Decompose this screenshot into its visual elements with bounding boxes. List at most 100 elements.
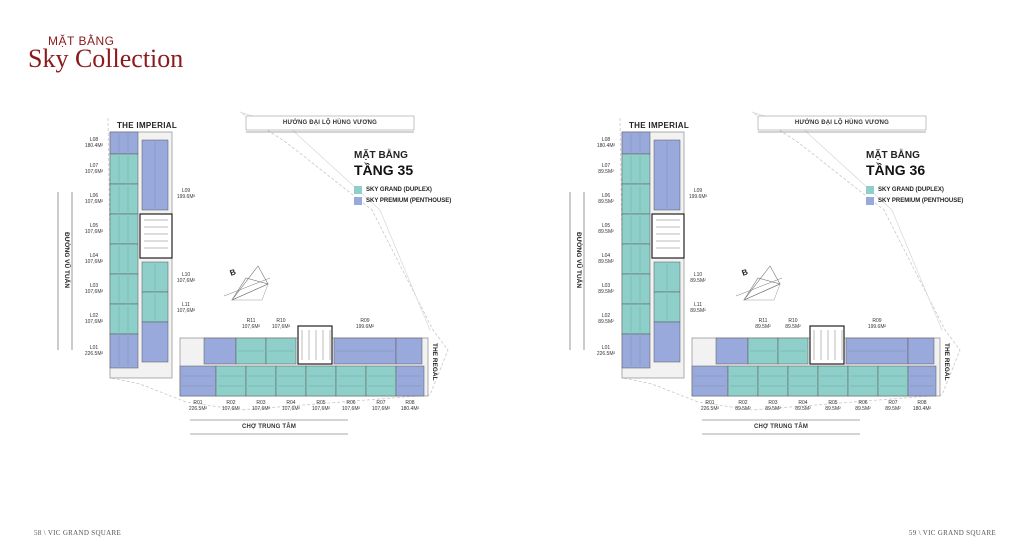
unit-label-l07: L07 89.5M² — [598, 163, 614, 175]
unit-label-l08: L08 180.4M² — [596, 137, 616, 149]
building-regal: THE REGAL — [943, 343, 950, 381]
street-label-bottom: CHỢ TRUNG TÂM — [241, 424, 297, 430]
unit-r04[interactable] — [787, 365, 819, 397]
unit-label-l03: L03 107,6M² — [84, 283, 104, 295]
unit-l11-extension — [653, 321, 681, 363]
legend-swatch-grand — [354, 185, 362, 194]
unit-l05[interactable] — [109, 213, 139, 245]
unit-r06[interactable] — [847, 365, 879, 397]
street-label-top: HƯỚNG ĐẠI LỘ HÙNG VƯƠNG — [794, 120, 890, 126]
unit-r02[interactable] — [727, 365, 759, 397]
unit-l02[interactable] — [109, 303, 139, 335]
unit-l05[interactable] — [621, 213, 651, 245]
unit-r03[interactable] — [245, 365, 277, 397]
unit-r12-extension — [203, 337, 237, 365]
unit-r08[interactable] — [907, 365, 937, 397]
unit-r05[interactable] — [817, 365, 849, 397]
street-top-box — [757, 115, 927, 131]
street-label-left: ĐƯỜNG VŨ TUẤN — [63, 232, 70, 289]
site-boundary — [107, 111, 449, 411]
unit-label-l09: L09 199.6M² — [176, 188, 196, 200]
compass-icon — [735, 265, 783, 301]
unit-label-r07: R07 89.5M² — [885, 400, 901, 412]
unit-r01[interactable] — [179, 365, 217, 397]
unit-l01[interactable] — [109, 333, 139, 369]
legend-swatch-premium — [866, 196, 874, 205]
unit-label-r11: R11 89.5M² — [755, 318, 771, 330]
unit-r08-extension — [907, 337, 935, 365]
unit-label-r01: R01 226.5M² — [700, 400, 720, 412]
unit-l01[interactable] — [621, 333, 651, 369]
unit-label-r11: R11 107,6M² — [241, 318, 261, 330]
unit-l04[interactable] — [621, 243, 651, 275]
unit-label-r09: R09 199.6M² — [867, 318, 887, 330]
unit-label-l01: L01 226.5M² — [596, 345, 616, 357]
unit-label-l06: L06 107,6M² — [84, 193, 104, 205]
unit-r08[interactable] — [395, 365, 425, 397]
unit-label-l10: L10 89.5M² — [690, 272, 706, 284]
legend-label: SKY GRAND (DUPLEX) — [878, 186, 944, 193]
unit-r06[interactable] — [335, 365, 367, 397]
footer-right: 59 \ VIC GRAND SQUARE — [908, 529, 996, 537]
unit-l07[interactable] — [621, 153, 651, 185]
compass-icon — [223, 265, 271, 301]
unit-label-r05: R05 89.5M² — [825, 400, 841, 412]
unit-l03[interactable] — [109, 273, 139, 305]
floor-plan-drawing — [569, 111, 961, 435]
unit-label-r02: R02 89.5M² — [735, 400, 751, 412]
unit-r03[interactable] — [757, 365, 789, 397]
unit-label-l03: L03 89.5M² — [598, 283, 614, 295]
unit-label-r01: R01 226.5M² — [188, 400, 208, 412]
unit-r04[interactable] — [275, 365, 307, 397]
unit-l04[interactable] — [109, 243, 139, 275]
building-imperial: THE IMPERIAL — [117, 121, 178, 130]
unit-l03[interactable] — [621, 273, 651, 305]
unit-r02[interactable] — [215, 365, 247, 397]
unit-label-l08: L08 180.4M² — [84, 137, 104, 149]
floor-name: TẦNG 35 — [354, 162, 414, 178]
unit-r07[interactable] — [365, 365, 397, 397]
unit-l07[interactable] — [109, 153, 139, 185]
unit-label-l07: L07 107,6M² — [84, 163, 104, 175]
unit-label-r03: R03 89.5M² — [765, 400, 781, 412]
unit-label-l05: L05 89.5M² — [598, 223, 614, 235]
brand-subtitle: MẶT BẰNG — [48, 34, 115, 48]
street-top-box — [245, 115, 415, 131]
street-label-bottom: CHỢ TRUNG TÂM — [753, 424, 809, 430]
floor-name: TẦNG 36 — [866, 162, 926, 178]
site-boundary — [619, 111, 961, 411]
unit-label-l06: L06 89.5M² — [598, 193, 614, 205]
floor-plan-drawing — [57, 111, 449, 435]
unit-label-r04: R04 107,6M² — [281, 400, 301, 412]
legend-label: SKY PREMIUM (PENTHOUSE) — [878, 197, 964, 204]
unit-l06[interactable] — [109, 183, 139, 215]
regal-core — [297, 325, 333, 365]
unit-r05[interactable] — [305, 365, 337, 397]
building-imperial: THE IMPERIAL — [629, 121, 690, 130]
legend: SKY GRAND (DUPLEX) SKY PREMIUM (PENTHOUSE… — [354, 184, 451, 206]
floor-plan-36 — [512, 0, 1024, 549]
unit-label-r08: R08 180.4M² — [400, 400, 420, 412]
unit-label-r06: R06 89.5M² — [855, 400, 871, 412]
floor-plan-35 — [57, 111, 449, 435]
unit-l02[interactable] — [621, 303, 651, 335]
legend-swatch-premium — [354, 196, 362, 205]
unit-label-r06: R06 107,6M² — [341, 400, 361, 412]
unit-l06[interactable] — [621, 183, 651, 215]
floor-caption: MẶT BẰNG — [866, 150, 920, 161]
unit-r07[interactable] — [877, 365, 909, 397]
unit-r01[interactable] — [691, 365, 729, 397]
floor-caption: MẶT BẰNG — [354, 150, 408, 161]
unit-label-l10: L10 107,6M² — [176, 272, 196, 284]
brand-title: Sky Collection — [28, 44, 184, 73]
unit-label-r08: R08 180.4M² — [912, 400, 932, 412]
imperial-core — [651, 213, 685, 259]
legend-label: SKY PREMIUM (PENTHOUSE) — [366, 197, 452, 204]
unit-label-l04: L04 89.5M² — [598, 253, 614, 265]
unit-label-l11: L11 107,6M² — [176, 302, 196, 314]
unit-l08[interactable] — [621, 131, 651, 155]
unit-l08[interactable] — [109, 131, 139, 155]
regal-core — [809, 325, 845, 365]
unit-label-r05: R05 107,6M² — [311, 400, 331, 412]
legend-label: SKY GRAND (DUPLEX) — [366, 186, 432, 193]
